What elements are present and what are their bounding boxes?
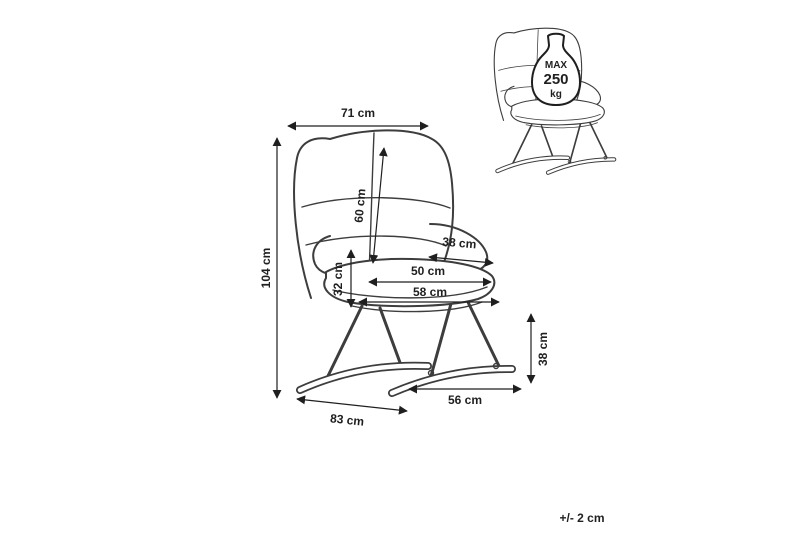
dim-seat-width: 50 cm <box>368 264 492 287</box>
dim-rocker-length-arrow <box>296 395 408 415</box>
dim-top-width: 71 cm <box>287 106 429 131</box>
dimension-annotations: 71 cm 104 cm 60 cm 32 cm 38 cm 50 cm 58 … <box>259 106 550 429</box>
inset-max-load: MAX 250 kg <box>494 28 614 172</box>
dim-base-inner-width: 56 cm <box>408 384 522 407</box>
dim-backrest-height-arrow <box>369 147 388 264</box>
dim-rocker-length: 83 cm <box>296 395 408 429</box>
dim-base-height-label: 38 cm <box>536 332 550 366</box>
dim-seat-outer-width-label: 58 cm <box>413 285 447 299</box>
weight-badge-icon <box>530 32 582 107</box>
tolerance-note: +/- 2 cm <box>559 511 604 525</box>
dim-backrest-height: 60 cm <box>352 147 388 264</box>
dim-seat-outer-width: 58 cm <box>358 285 500 307</box>
dim-rocker-length-label: 83 cm <box>329 411 364 428</box>
dim-seat-width-label: 50 cm <box>411 264 445 278</box>
dim-seat-back-height: 32 cm <box>331 249 356 308</box>
dim-top-width-label: 71 cm <box>341 106 375 120</box>
dim-backrest-height-label: 60 cm <box>352 188 369 223</box>
max-load-badge: MAX 250 kg <box>530 32 582 107</box>
dim-armrest-depth-arrow <box>428 253 494 267</box>
max-load-value: 250 <box>543 71 568 88</box>
dim-seat-back-height-label: 32 cm <box>331 262 345 296</box>
dim-total-height: 104 cm <box>259 137 282 399</box>
dim-armrest-depth-label: 38 cm <box>442 235 477 252</box>
dim-armrest-depth: 38 cm <box>428 235 494 267</box>
dim-base-inner-width-label: 56 cm <box>448 393 482 407</box>
max-load-unit: kg <box>550 89 562 100</box>
max-load-label: MAX <box>545 60 568 71</box>
dim-base-height: 38 cm <box>526 313 550 384</box>
dim-total-height-label: 104 cm <box>259 248 273 289</box>
